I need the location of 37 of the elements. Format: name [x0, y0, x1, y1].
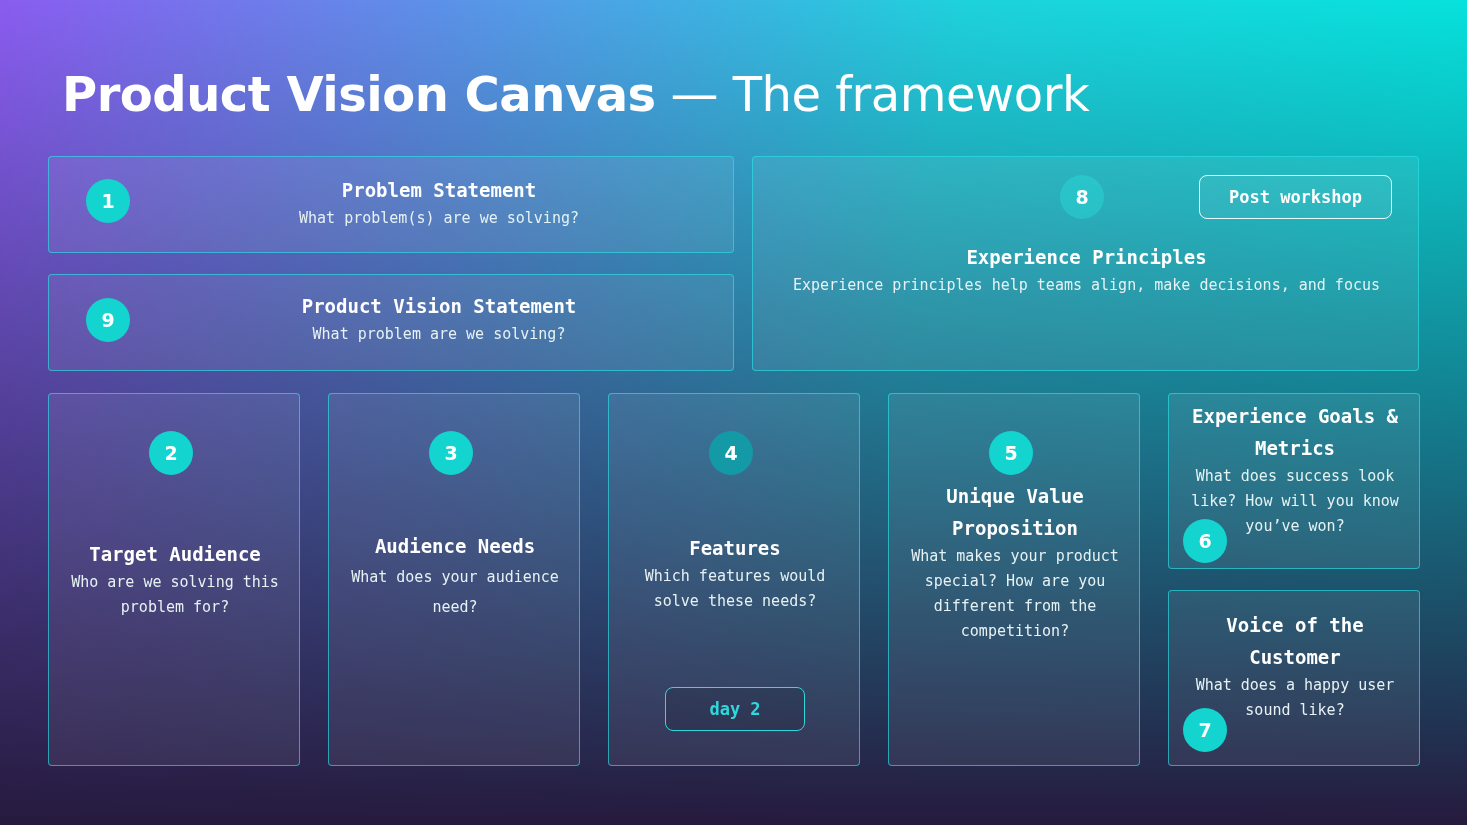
- card-description: What problem are we solving?: [311, 324, 567, 345]
- card-heading: Target Audience: [88, 542, 262, 567]
- canvas-card: [48, 156, 734, 253]
- canvas-card: [328, 393, 580, 766]
- canvas-card: [752, 156, 1419, 371]
- canvas-card: [888, 393, 1140, 766]
- number-badge: 6: [1183, 519, 1227, 563]
- number-badge: 8: [1060, 175, 1104, 219]
- number-badge: 7: [1183, 708, 1227, 752]
- card-description: Experience principles help teams align, make decisions, and focus: [792, 275, 1381, 296]
- card-description: What problem(s) are we solving?: [298, 208, 580, 229]
- card-heading: Voice of the Customer: [1225, 613, 1365, 670]
- canvas-card: [608, 393, 860, 766]
- canvas-card: [1168, 393, 1420, 569]
- number-badge: 9: [86, 298, 130, 342]
- canvas-card: [48, 274, 734, 371]
- number-badge: 3: [429, 431, 473, 475]
- card-description: Who are we solving this problem for?: [70, 572, 280, 618]
- card-description: Which features would solve these needs?: [643, 566, 827, 612]
- canvas-card: [48, 393, 300, 766]
- tag-pill: day 2: [665, 687, 805, 731]
- card-description: What does your audience need?: [350, 567, 560, 618]
- card-heading: Product Vision Statement: [300, 294, 578, 319]
- card-heading: Features: [688, 536, 782, 561]
- card-description: What makes your product special? How are you different from the competition?: [910, 546, 1120, 642]
- tag-pill: Post workshop: [1199, 175, 1392, 219]
- number-badge: 5: [989, 431, 1033, 475]
- card-heading: Experience Principles: [965, 245, 1208, 270]
- card-heading: Unique Value Proposition: [945, 484, 1085, 541]
- card-heading: Audience Needs: [373, 534, 537, 559]
- title: Product Vision Canvas — The framework: [62, 66, 1090, 122]
- number-badge: 2: [149, 431, 193, 475]
- canvas-card: [1168, 590, 1420, 766]
- number-badge: 1: [86, 179, 130, 223]
- card-heading: Problem Statement: [340, 178, 538, 203]
- card-heading: Experience Goals & Metrics: [1191, 404, 1399, 461]
- number-badge: 4: [709, 431, 753, 475]
